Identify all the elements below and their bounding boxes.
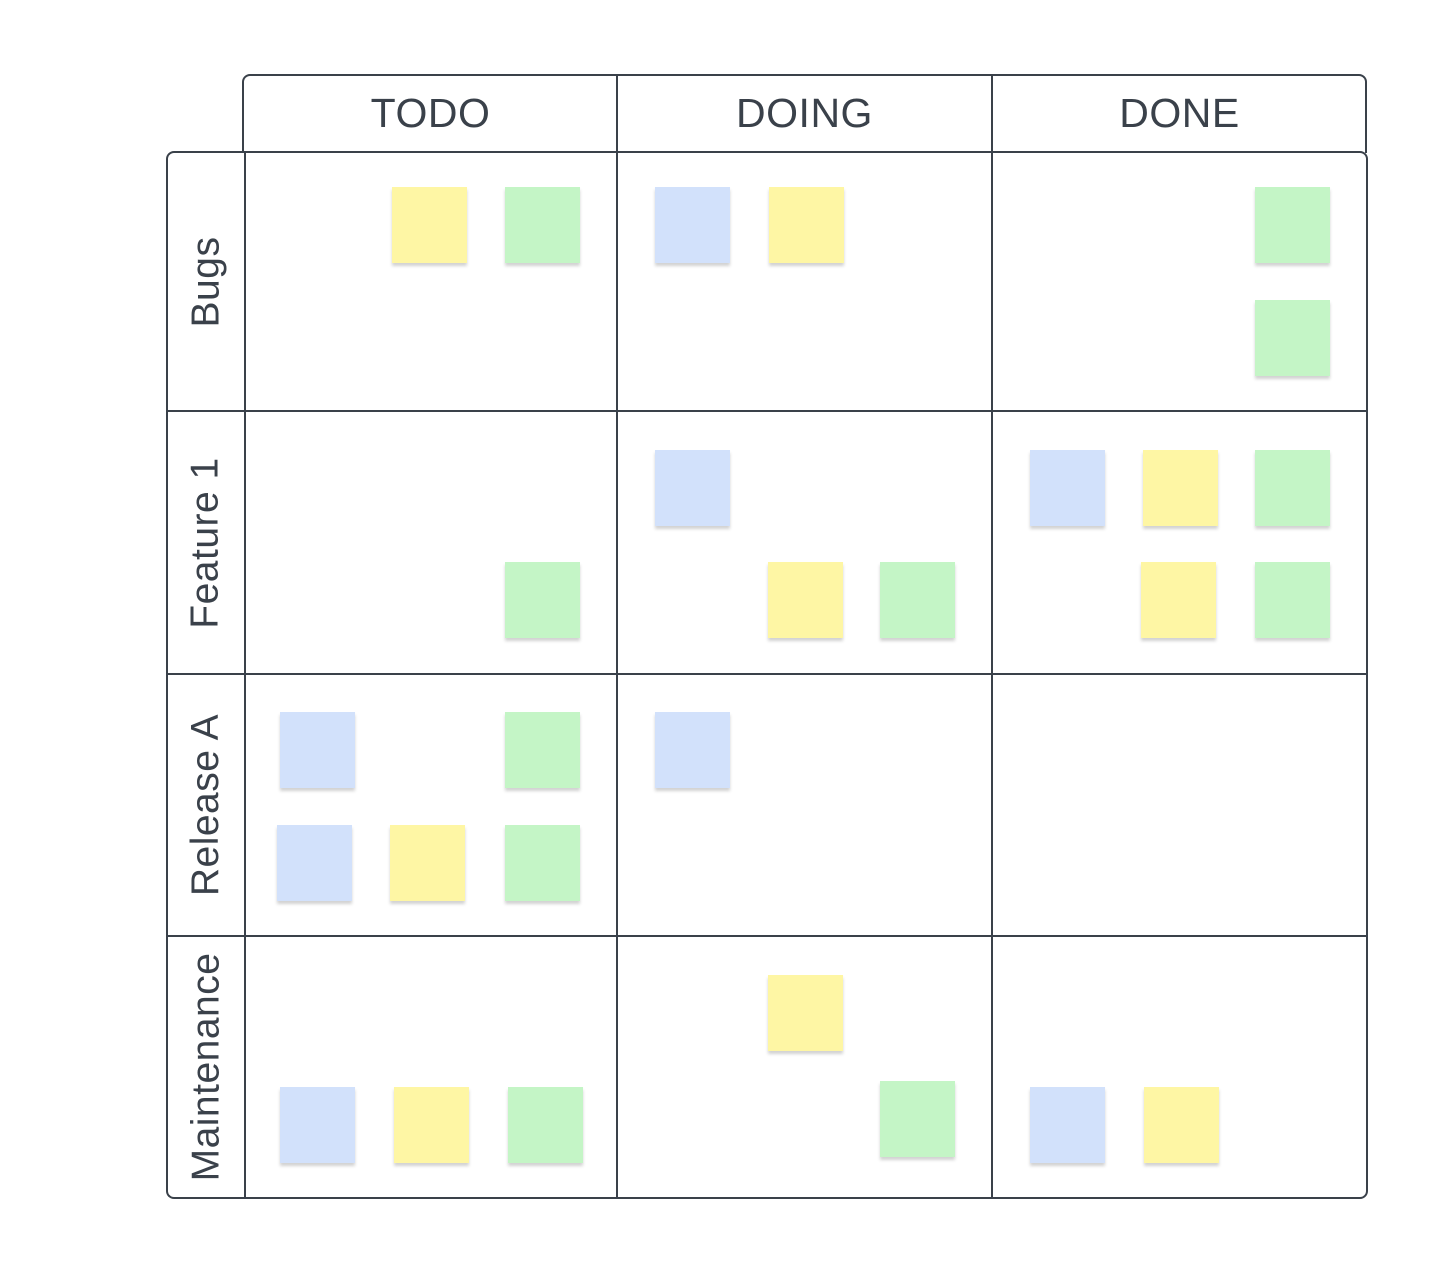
column-divider [991,75,993,1198]
sticky-note-blue[interactable] [655,187,730,263]
sticky-note-yellow[interactable] [394,1087,469,1163]
row-header-release-a: Release A [166,674,246,936]
board-grid-frame [244,151,1368,1199]
sticky-note-green[interactable] [505,187,580,263]
column-header-doing: DOING [736,90,873,136]
sticky-note-green[interactable] [880,1081,955,1157]
sticky-note-yellow[interactable] [768,562,843,638]
row-header-frame [166,151,246,1199]
row-divider [167,935,1367,937]
sticky-note-green[interactable] [505,712,580,788]
sticky-note-yellow[interactable] [1143,450,1218,526]
row-header-feature-1: Feature 1 [166,411,246,674]
row-header-maintenance: Maintenance [166,936,246,1198]
sticky-note-green[interactable] [508,1087,583,1163]
row-label-text: Maintenance [184,952,228,1182]
sticky-note-green[interactable] [505,825,580,901]
column-header-done: DONE [1119,90,1240,136]
row-header-bugs: Bugs [166,152,246,411]
column-header-frame [242,74,1367,153]
row-label-text: Bugs [184,236,227,327]
sticky-note-green[interactable] [1255,562,1330,638]
sticky-note-yellow[interactable] [1141,562,1216,638]
column-divider [616,75,618,1198]
sticky-note-green[interactable] [880,562,955,638]
sticky-note-green[interactable] [1255,300,1330,376]
sticky-note-blue[interactable] [655,450,730,526]
sticky-note-blue[interactable] [280,1087,355,1163]
sticky-note-green[interactable] [1255,450,1330,526]
sticky-note-blue[interactable] [655,712,730,788]
sticky-note-blue[interactable] [1030,1087,1105,1163]
sticky-note-blue[interactable] [277,825,352,901]
column-header-todo: TODO [370,90,491,136]
sticky-note-green[interactable] [505,562,580,638]
row-divider [167,410,1367,412]
sticky-note-yellow[interactable] [768,975,843,1051]
sticky-note-yellow[interactable] [769,187,844,263]
sticky-note-green[interactable] [1255,187,1330,263]
sticky-note-blue[interactable] [1030,450,1105,526]
sticky-note-yellow[interactable] [392,187,467,263]
sticky-note-blue[interactable] [280,712,355,788]
row-label-text: Feature 1 [184,456,227,629]
sticky-note-yellow[interactable] [1144,1087,1219,1163]
sticky-note-yellow[interactable] [390,825,465,901]
row-label-text: Release A [184,713,228,897]
row-divider [167,673,1367,675]
